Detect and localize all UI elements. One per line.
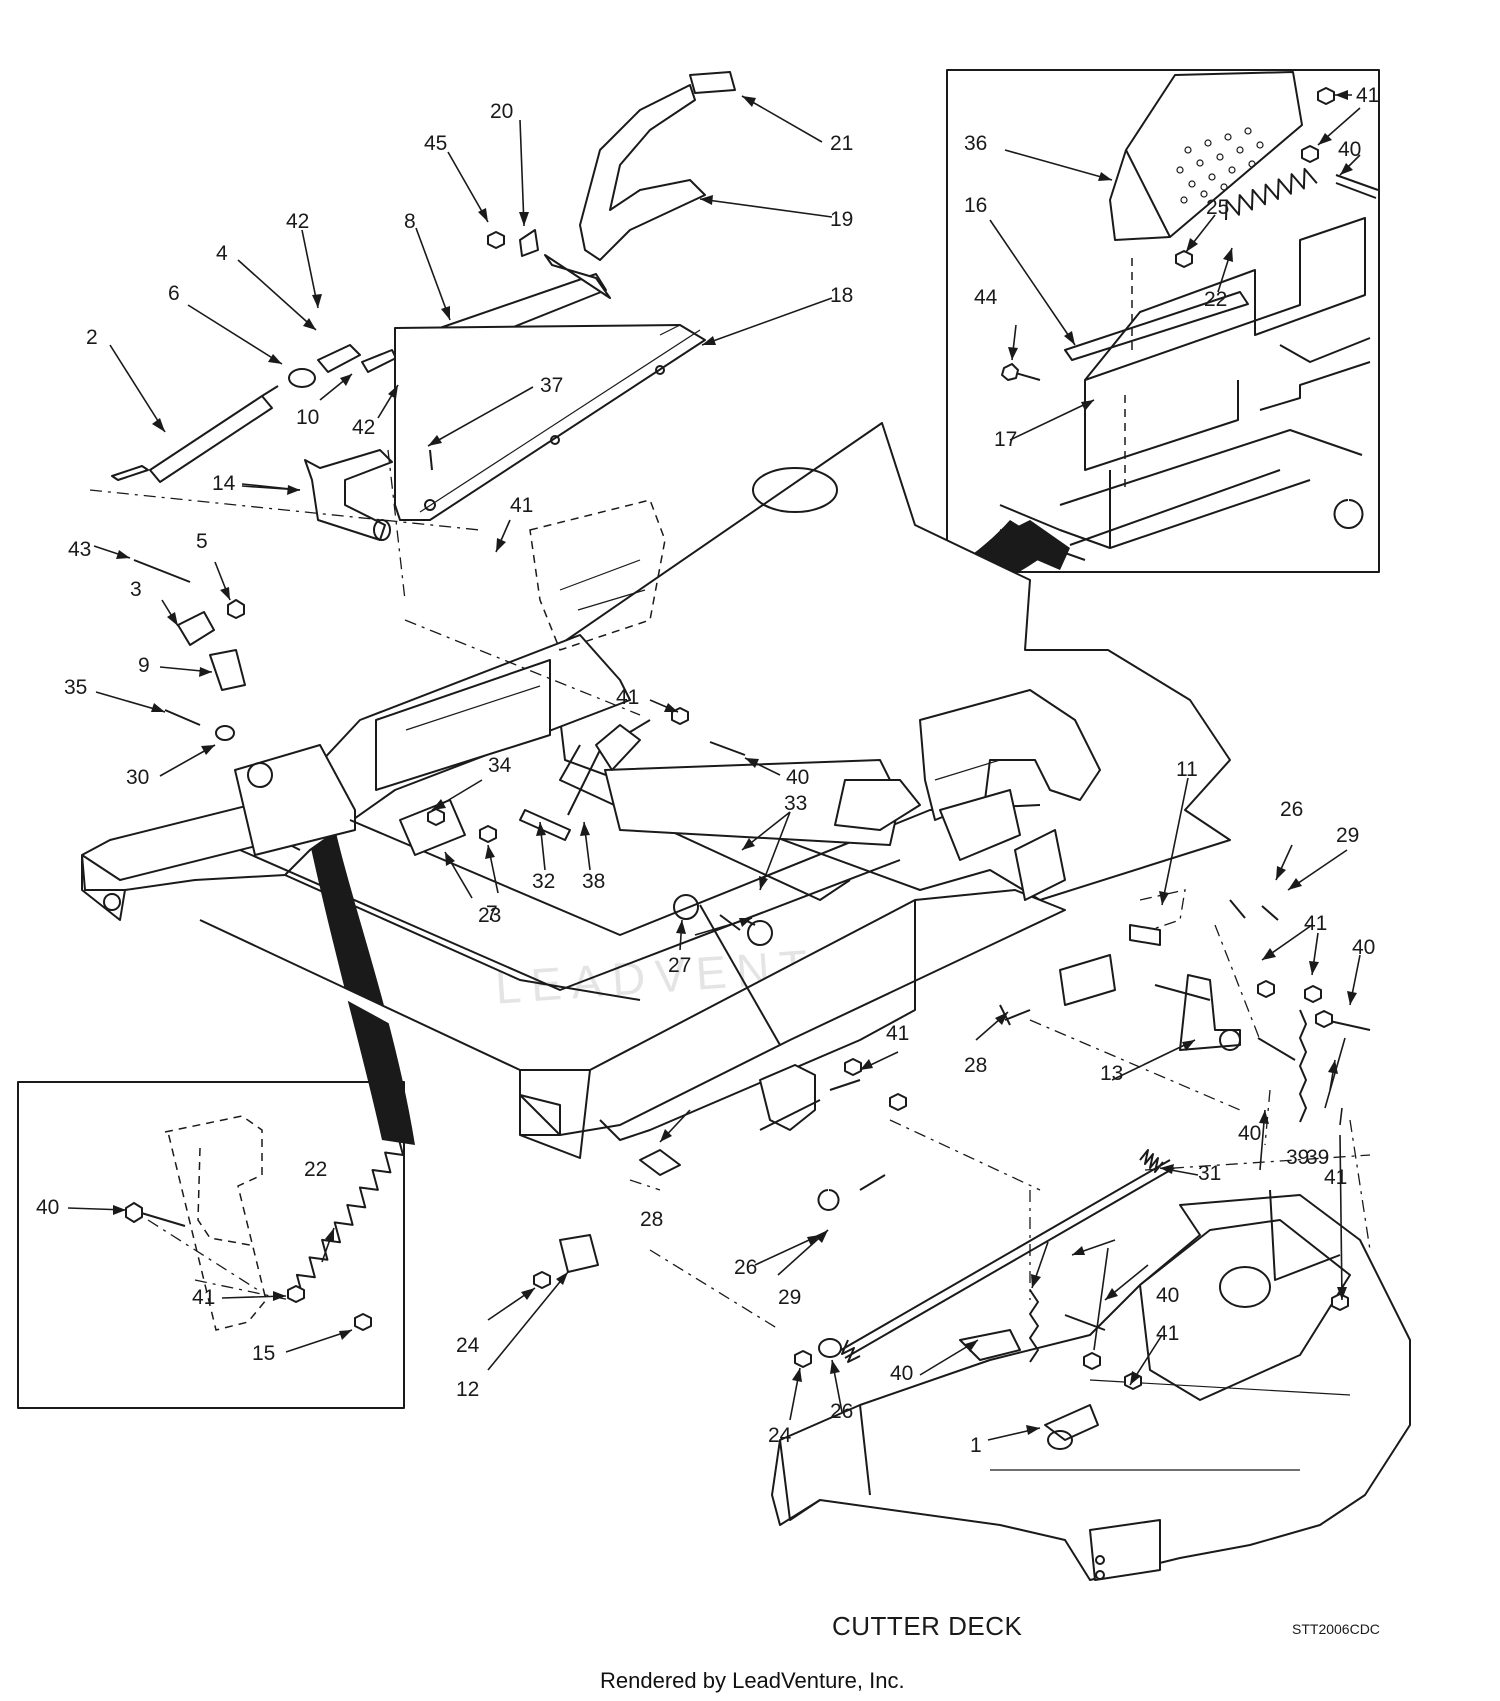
callout-16: 16 — [964, 194, 987, 217]
parts-right — [699, 889, 1371, 1123]
callout-41b: 41 — [510, 494, 533, 517]
callout-35: 35 — [64, 676, 87, 699]
callout-40e: 40 — [1156, 1284, 1179, 1307]
callout-15: 15 — [252, 1342, 275, 1365]
callout-34: 34 — [488, 754, 512, 777]
parts-lower — [533, 1058, 1371, 1450]
callout-39b: 39 — [1306, 1146, 1329, 1169]
callout-27: 27 — [668, 954, 691, 977]
callout-26: 26 — [1280, 798, 1303, 821]
callout-41g: 41 — [1156, 1322, 1179, 1345]
callout-29: 29 — [1336, 824, 1359, 847]
callout-41e: 41 — [886, 1022, 909, 1045]
callout-13: 13 — [1100, 1062, 1123, 1085]
inset-top-right — [946, 69, 1380, 573]
callout-30: 30 — [126, 766, 149, 789]
callout-39: 39 — [1286, 1146, 1309, 1169]
callout-38: 38 — [582, 870, 605, 893]
callout-22: 22 — [1204, 288, 1227, 311]
callout-37: 37 — [540, 374, 563, 397]
callout-11: 11 — [1176, 758, 1198, 781]
callout-40g: 40 — [36, 1196, 59, 1219]
callout-24: 24 — [456, 1334, 480, 1357]
callout-8: 8 — [404, 210, 416, 233]
callout-40f: 40 — [890, 1362, 913, 1385]
callout-7: 7 — [486, 902, 498, 925]
callout-32: 32 — [532, 870, 555, 893]
credit-line: Rendered by LeadVenture, Inc. — [600, 1668, 905, 1693]
callout-29b: 29 — [778, 1286, 801, 1309]
callout-31: 31 — [1198, 1162, 1221, 1185]
callout-28b: 28 — [640, 1208, 663, 1231]
callout-3: 3 — [130, 578, 142, 601]
cutter-deck — [771, 1189, 1411, 1581]
callout-24b: 24 — [768, 1424, 792, 1447]
callout-10: 10 — [296, 406, 319, 429]
parts-linkage — [89, 71, 736, 741]
callout-22b: 22 — [304, 1158, 327, 1181]
callout-9: 9 — [138, 654, 150, 677]
callout-14: 14 — [212, 472, 236, 495]
callout-18: 18 — [830, 284, 853, 307]
callout-44: 44 — [974, 286, 998, 309]
callout-40d: 40 — [1238, 1122, 1261, 1145]
callout-21: 21 — [830, 132, 853, 155]
callout-33: 33 — [784, 792, 807, 815]
callout-20: 20 — [490, 100, 513, 123]
inset-bottom-left — [17, 1081, 405, 1409]
callout-42: 42 — [286, 210, 309, 233]
callout-45: 45 — [424, 132, 447, 155]
callout-28: 28 — [964, 1054, 987, 1077]
diagram-title: CUTTER DECK — [832, 1611, 1023, 1641]
callout-labels: 1 2 3 4 5 6 7 8 9 10 11 12 13 14 15 16 1… — [36, 84, 1379, 1457]
callout-2: 2 — [86, 326, 98, 349]
callout-40b: 40 — [786, 766, 809, 789]
callout-12: 12 — [456, 1378, 479, 1401]
callout-6: 6 — [168, 282, 180, 305]
parts-center — [399, 707, 773, 946]
callout-4: 4 — [216, 242, 228, 265]
callout-40c: 40 — [1352, 936, 1375, 959]
inset-pointer-bottom — [305, 815, 415, 1145]
callout-41c: 41 — [616, 686, 639, 709]
callout-26b: 26 — [734, 1256, 757, 1279]
callout-25: 25 — [1206, 196, 1229, 219]
leader-arrows — [67, 90, 1361, 1441]
callout-23: 23 — [478, 904, 501, 927]
callout-1: 1 — [970, 1434, 982, 1457]
callout-43: 43 — [68, 538, 91, 561]
callout-36: 36 — [964, 132, 987, 155]
callout-41h: 41 — [192, 1286, 215, 1309]
callout-17: 17 — [994, 428, 1017, 451]
drawing-code: STT2006CDC — [1292, 1621, 1380, 1637]
callout-5: 5 — [196, 530, 208, 553]
callout-41f: 41 — [1324, 1166, 1347, 1189]
callout-19: 19 — [830, 208, 853, 231]
callout-40: 40 — [1338, 138, 1361, 161]
callout-26c: 26 — [830, 1400, 853, 1423]
callout-42b: 42 — [352, 416, 375, 439]
callout-41d: 41 — [1304, 912, 1327, 935]
mower-frame — [81, 422, 1231, 1159]
callout-41: 41 — [1356, 84, 1379, 107]
